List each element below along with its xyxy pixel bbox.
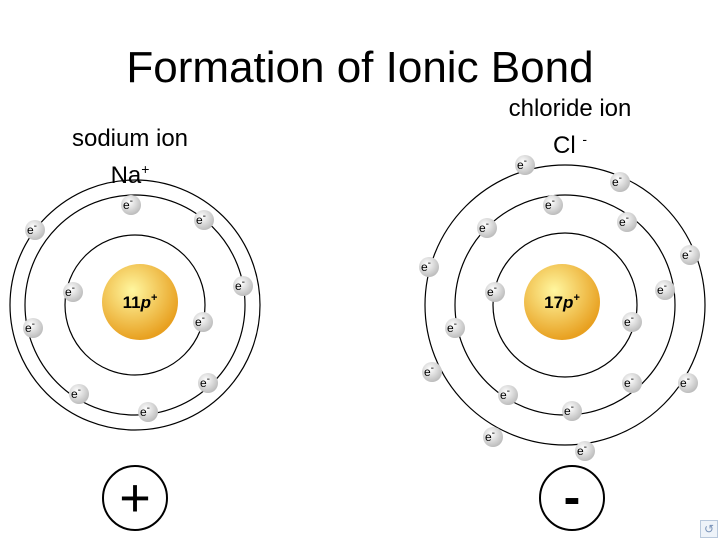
- chlorine-electron: e-: [610, 172, 630, 192]
- chlorine-electron: e-: [419, 257, 439, 277]
- chlorine-charge-sign: -: [564, 469, 581, 525]
- chlorine-electron: e-: [422, 362, 442, 382]
- sodium-charge-symbol: +: [103, 466, 167, 530]
- sodium-electron: e-: [138, 402, 158, 422]
- chlorine-electron: e-: [622, 312, 642, 332]
- sodium-electron: e-: [25, 220, 45, 240]
- sodium-electron: e-: [69, 384, 89, 404]
- chlorine-electron: e-: [622, 373, 642, 393]
- sodium-electron: e-: [63, 282, 83, 302]
- sodium-charge-sign: +: [119, 468, 151, 528]
- chlorine-electron: e-: [680, 245, 700, 265]
- chlorine-electron: e-: [445, 318, 465, 338]
- chlorine-charge-symbol: -: [540, 466, 604, 530]
- sodium-electron: e-: [198, 373, 218, 393]
- chlorine-electron: e-: [617, 212, 637, 232]
- chlorine-electron: e-: [562, 401, 582, 421]
- sodium-electron: e-: [194, 210, 214, 230]
- chlorine-atom: 17p+ e-e-e-e-e-e-e-e-e-e-e-e-e-e-e-e-e-e…: [419, 155, 705, 461]
- chlorine-electron: e-: [543, 195, 563, 215]
- chlorine-electron: e-: [498, 385, 518, 405]
- return-icon[interactable]: ↺: [700, 520, 718, 538]
- sodium-electron: e-: [23, 318, 43, 338]
- chlorine-electron: e-: [477, 218, 497, 238]
- sodium-electron: e-: [193, 312, 213, 332]
- sodium-electron: e-: [121, 195, 141, 215]
- chlorine-electron: e-: [678, 373, 698, 393]
- sodium-atom: 11p+ e-e-e-e-e-e-e-e-e-e-: [10, 180, 260, 430]
- chlorine-electron: e-: [485, 282, 505, 302]
- chlorine-electron: e-: [575, 441, 595, 461]
- sodium-electron: e-: [233, 276, 253, 296]
- chlorine-electron: e-: [483, 427, 503, 447]
- chlorine-electron: e-: [655, 280, 675, 300]
- chlorine-electron: e-: [515, 155, 535, 175]
